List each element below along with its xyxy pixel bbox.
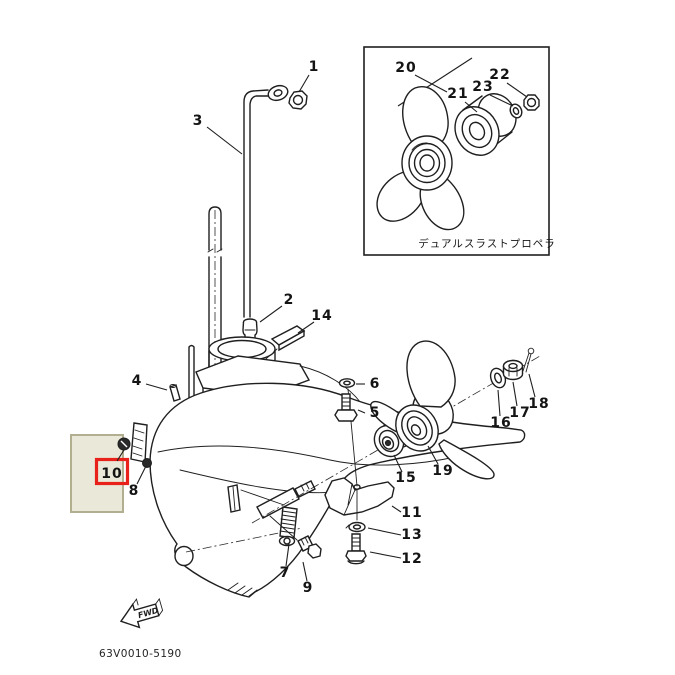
anode-plate [130, 422, 152, 468]
shift-rod-nut [288, 90, 308, 110]
tab-washer [345, 521, 366, 533]
anode-screw [117, 437, 131, 451]
inset-propeller [376, 86, 465, 231]
leader-line-15 [393, 454, 403, 473]
fwd-arrow: FWD [119, 597, 164, 629]
leader-line-20 [414, 74, 448, 93]
leader-line-23 [489, 94, 514, 107]
callout-1: 1 [309, 59, 320, 75]
callout-16: 16 [490, 415, 511, 431]
callout-8: 8 [129, 483, 140, 499]
cotter-pin [522, 347, 535, 373]
leader-line-3 [206, 126, 243, 155]
prop-washer [489, 367, 507, 389]
main-propeller [370, 340, 495, 480]
leader-line-1 [298, 74, 310, 93]
inset-nut [523, 94, 540, 111]
leader-line-14 [297, 321, 315, 334]
callout-13: 13 [401, 527, 422, 543]
dowel-pin [169, 384, 181, 402]
leader-line-4 [145, 383, 168, 391]
spring [240, 489, 298, 547]
trim-tab [324, 477, 395, 521]
leader-line-21 [464, 101, 478, 113]
inset-spacer [454, 93, 517, 156]
callout-9: 9 [303, 580, 314, 596]
inset-box: デュアルスラストプロペラ [363, 46, 555, 256]
selection-box-part-10 [94, 457, 130, 486]
inset-border [363, 46, 550, 256]
leader-line-10 [116, 449, 125, 462]
inset-washer [509, 103, 523, 119]
callout-4: 4 [132, 373, 143, 389]
callout-20: 20 [395, 60, 416, 76]
diagram-code: 63V0010-5190 [99, 648, 182, 660]
leader-line-9 [302, 561, 308, 582]
inset-caption: デュアルスラストプロペラ [418, 237, 555, 250]
callout-7: 7 [280, 565, 291, 581]
callout-6: 6 [370, 376, 381, 392]
leader-line-22 [506, 82, 528, 98]
prop-nut [502, 359, 524, 381]
callout-19: 19 [432, 463, 453, 479]
callout-17: 17 [509, 405, 530, 421]
leader-line-17 [512, 381, 518, 407]
callout-3: 3 [193, 113, 204, 129]
callout-12: 12 [401, 551, 422, 567]
leader-line-18 [528, 373, 536, 398]
callout-14: 14 [311, 308, 332, 324]
tab-bolt [345, 533, 367, 565]
leader-line-16 [497, 389, 501, 417]
callout-2: 2 [284, 292, 295, 308]
mount-washer [338, 378, 358, 487]
woodruff-key [257, 325, 306, 367]
leader-line-7 [285, 543, 290, 567]
leader-line-2 [259, 305, 283, 323]
callout-22: 22 [489, 67, 510, 83]
callout-11: 11 [401, 505, 422, 521]
leader-line-11 [391, 505, 402, 513]
leader-line-5 [357, 409, 366, 414]
callout-18: 18 [528, 396, 549, 412]
skeg-bolt [269, 515, 322, 559]
callout-15: 15 [395, 470, 416, 486]
callout-23: 23 [472, 79, 493, 95]
leader-line-12 [369, 551, 402, 559]
leader-line-19 [427, 445, 439, 465]
callout-21: 21 [447, 86, 468, 102]
leader-line-13 [367, 527, 402, 536]
mount-bolt [334, 393, 358, 422]
shift-rod [243, 84, 289, 318]
callout-10: 10 [101, 466, 122, 482]
leader-line-8 [136, 465, 147, 485]
callout-5: 5 [370, 405, 381, 421]
